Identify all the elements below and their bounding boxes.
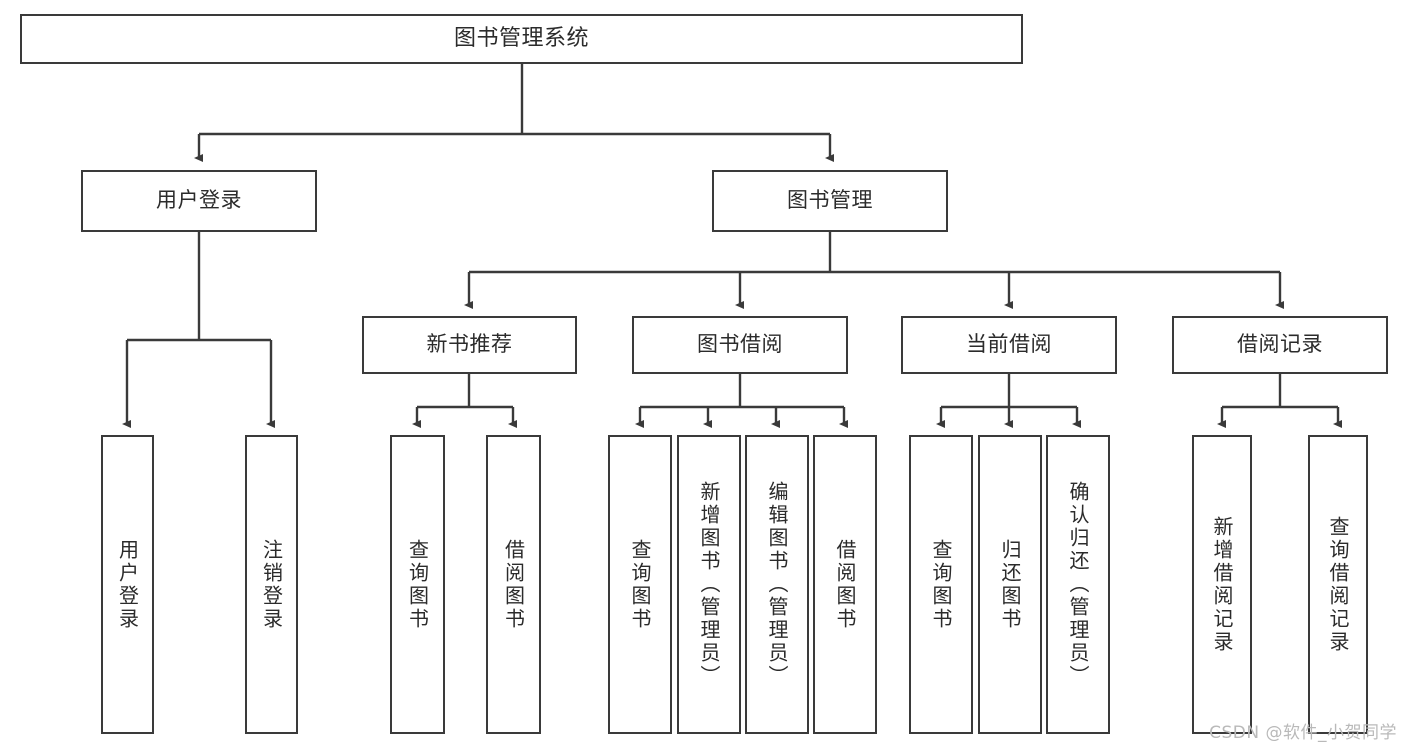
leaf-current-confirm-return-admin[interactable]: 确认归还（管理员） <box>1046 435 1110 734</box>
node-label: 查询借阅记录 <box>1326 515 1350 654</box>
leaf-current-return-book[interactable]: 归还图书 <box>978 435 1042 734</box>
leaf-borrow-borrow-book[interactable]: 借阅图书 <box>813 435 877 734</box>
leaf-borrow-edit-book-admin[interactable]: 编辑图书（管理员） <box>745 435 809 734</box>
node-label: 注销登录 <box>259 538 284 631</box>
node-borrow-record[interactable]: 借阅记录 <box>1172 316 1388 374</box>
leaf-current-query-book[interactable]: 查询图书 <box>909 435 973 734</box>
node-label: 用户登录 <box>115 538 140 631</box>
node-label: 编辑图书（管理员） <box>765 481 789 688</box>
leaf-borrow-query-book[interactable]: 查询图书 <box>608 435 672 734</box>
node-label: 图书管理 <box>787 188 873 213</box>
leaf-borrow-add-book-admin[interactable]: 新增图书（管理员） <box>677 435 741 734</box>
node-label: 图书管理系统 <box>453 25 589 51</box>
node-label: 借阅记录 <box>1237 332 1323 357</box>
node-label: 用户登录 <box>156 188 242 213</box>
node-new-book-recommend[interactable]: 新书推荐 <box>362 316 577 374</box>
node-label: 新增图书（管理员） <box>697 481 721 688</box>
leaf-new-book-borrow-book[interactable]: 借阅图书 <box>486 435 541 734</box>
node-label: 新增借阅记录 <box>1210 515 1234 654</box>
leaf-new-book-query-book[interactable]: 查询图书 <box>390 435 445 734</box>
leaf-record-add-record[interactable]: 新增借阅记录 <box>1192 435 1252 734</box>
node-book-management[interactable]: 图书管理 <box>712 170 948 232</box>
node-current-borrow[interactable]: 当前借阅 <box>901 316 1117 374</box>
node-label: 图书借阅 <box>697 332 783 357</box>
node-label: 确认归还（管理员） <box>1066 481 1090 688</box>
node-label: 查询图书 <box>929 538 953 631</box>
node-book-borrow[interactable]: 图书借阅 <box>632 316 848 374</box>
node-label: 查询图书 <box>628 538 652 631</box>
node-user-login[interactable]: 用户登录 <box>81 170 317 232</box>
node-label: 新书推荐 <box>426 332 513 357</box>
node-root-book-management-system[interactable]: 图书管理系统 <box>20 14 1023 64</box>
watermark-text: CSDN @软件_小贺同学 <box>1209 723 1397 743</box>
node-label: 借阅图书 <box>501 538 526 631</box>
node-label: 归还图书 <box>998 538 1022 631</box>
node-label: 当前借阅 <box>966 332 1052 357</box>
leaf-user-login-logout[interactable]: 注销登录 <box>245 435 298 734</box>
node-label: 借阅图书 <box>833 538 857 631</box>
leaf-user-login-login[interactable]: 用户登录 <box>101 435 154 734</box>
node-label: 查询图书 <box>405 538 430 631</box>
leaf-record-query-record[interactable]: 查询借阅记录 <box>1308 435 1368 734</box>
